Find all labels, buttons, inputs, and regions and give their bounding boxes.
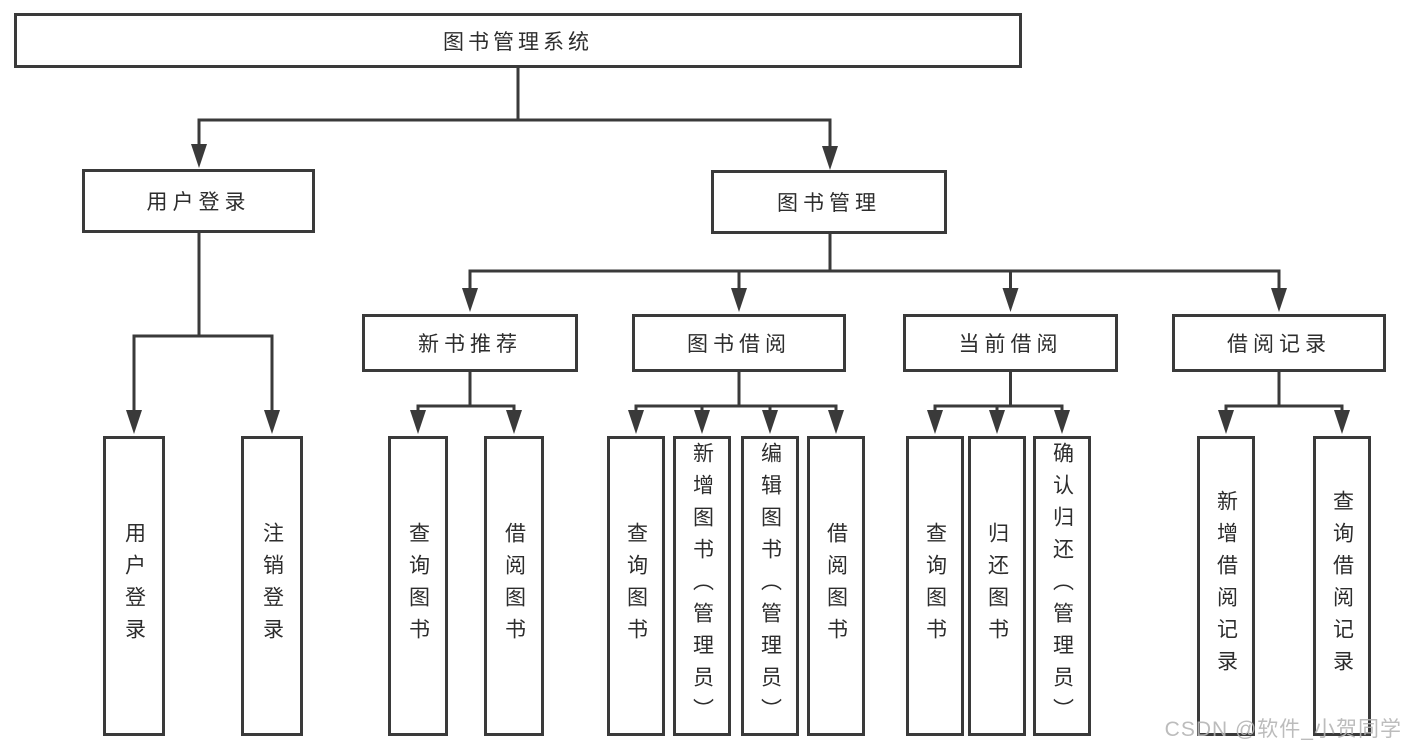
node-label: 新增借阅记录 [1214, 490, 1238, 682]
node-user-login: 用户登录 [82, 169, 315, 233]
node-label: 查询图书 [923, 522, 947, 650]
leaf-return-books: 归还图书 [968, 436, 1026, 736]
node-label: 图书管理 [777, 192, 881, 215]
node-label: 编辑图书（管理员） [758, 442, 782, 730]
connector-new-book-recommend [410, 372, 522, 434]
node-label: 图书借阅 [687, 333, 791, 356]
node-library-system: 图书管理系统 [14, 13, 1022, 68]
leaf-user-login: 用户登录 [103, 436, 165, 736]
leaf-query-books-recommend: 查询图书 [388, 436, 448, 736]
connector-borrowing-records [1218, 372, 1350, 434]
node-label: 当前借阅 [958, 333, 1063, 356]
node-label: 确认归还（管理员） [1050, 442, 1074, 730]
node-label: 图书管理系统 [443, 30, 593, 54]
node-label: 借阅图书 [824, 522, 848, 650]
node-label: 查询图书 [624, 522, 648, 650]
connector-root [191, 68, 838, 170]
node-book-management: 图书管理 [711, 170, 947, 234]
leaf-confirm-return-admin: 确认归还（管理员） [1033, 436, 1091, 736]
leaf-add-books-admin: 新增图书（管理员） [673, 436, 731, 736]
node-new-book-recommend: 新书推荐 [362, 314, 578, 372]
node-current-borrowing: 当前借阅 [903, 314, 1118, 372]
watermark: CSDN @软件_小贺同学 [1164, 718, 1402, 741]
leaf-borrow-books-recommend: 借阅图书 [484, 436, 544, 736]
leaf-borrow-books-borrowing: 借阅图书 [807, 436, 865, 736]
connector-book-management [462, 234, 1287, 312]
connector-user-login [126, 233, 280, 434]
node-label: 借阅图书 [502, 522, 526, 650]
leaf-edit-books-admin: 编辑图书（管理员） [741, 436, 799, 736]
node-label: 新增图书（管理员） [690, 442, 714, 730]
connector-current-borrowing [927, 372, 1070, 434]
node-label: 注销登录 [260, 522, 284, 650]
node-label: 查询借阅记录 [1330, 490, 1354, 682]
connector-book-borrowing [628, 372, 844, 434]
node-label: 归还图书 [985, 522, 1009, 650]
leaf-query-borrow-record: 查询借阅记录 [1313, 436, 1371, 736]
node-label: 借阅记录 [1227, 333, 1331, 356]
leaf-add-borrow-record: 新增借阅记录 [1197, 436, 1255, 736]
node-book-borrowing: 图书借阅 [632, 314, 846, 372]
leaf-query-books-borrowing: 查询图书 [607, 436, 665, 736]
node-borrowing-records: 借阅记录 [1172, 314, 1386, 372]
node-label: 查询图书 [406, 522, 430, 650]
node-label: 用户登录 [122, 522, 146, 650]
leaf-query-books-current: 查询图书 [906, 436, 964, 736]
node-label: 用户登录 [146, 191, 251, 214]
node-label: 新书推荐 [418, 333, 522, 356]
leaf-logout-login: 注销登录 [241, 436, 303, 736]
